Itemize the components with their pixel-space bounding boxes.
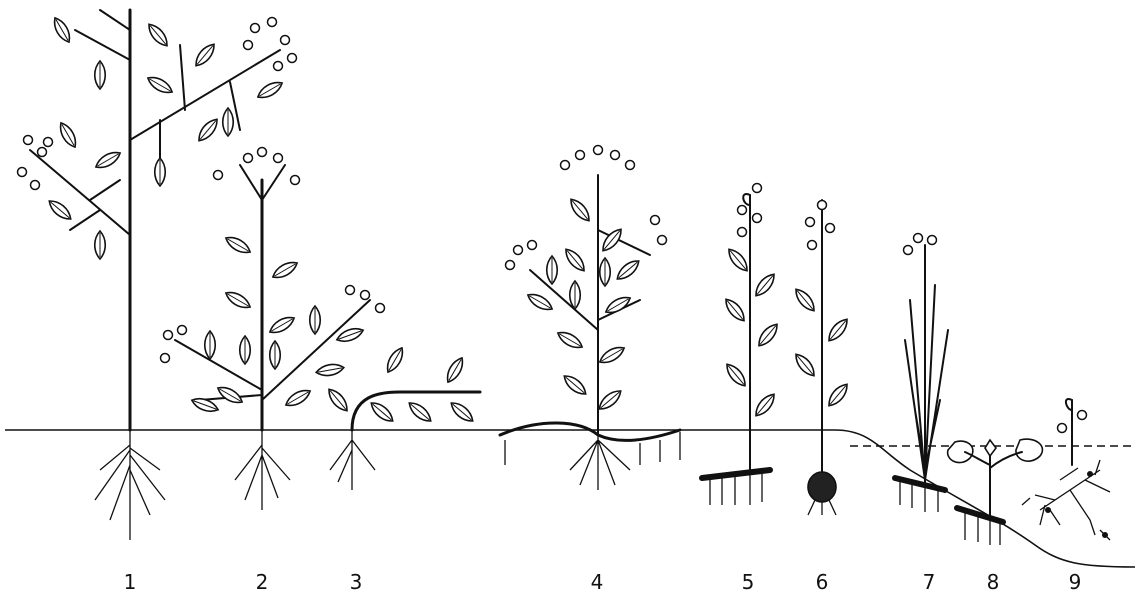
plant-3-creeping <box>325 345 480 490</box>
figure-label-2: 2 <box>247 570 277 594</box>
plant-6-bulb <box>792 200 851 515</box>
plant-2-bush <box>161 148 385 511</box>
figure-label-4: 4 <box>582 570 612 594</box>
plant-1-tree <box>18 10 297 540</box>
figure-label-1: 1 <box>115 570 145 594</box>
figure-label-8: 8 <box>978 570 1008 594</box>
plant-9-submerged <box>1022 399 1110 540</box>
figure-label-6: 6 <box>807 570 837 594</box>
figure-label-5: 5 <box>733 570 763 594</box>
plant-5-horizontal-rhizome <box>702 184 781 506</box>
figure-label-9: 9 <box>1060 570 1090 594</box>
figure-label-3: 3 <box>341 570 371 594</box>
plant-4-rhizome <box>500 146 680 491</box>
plant-8-floating-leaf <box>948 439 1043 545</box>
figure-label-7: 7 <box>914 570 944 594</box>
plant-7-grass <box>895 234 948 513</box>
